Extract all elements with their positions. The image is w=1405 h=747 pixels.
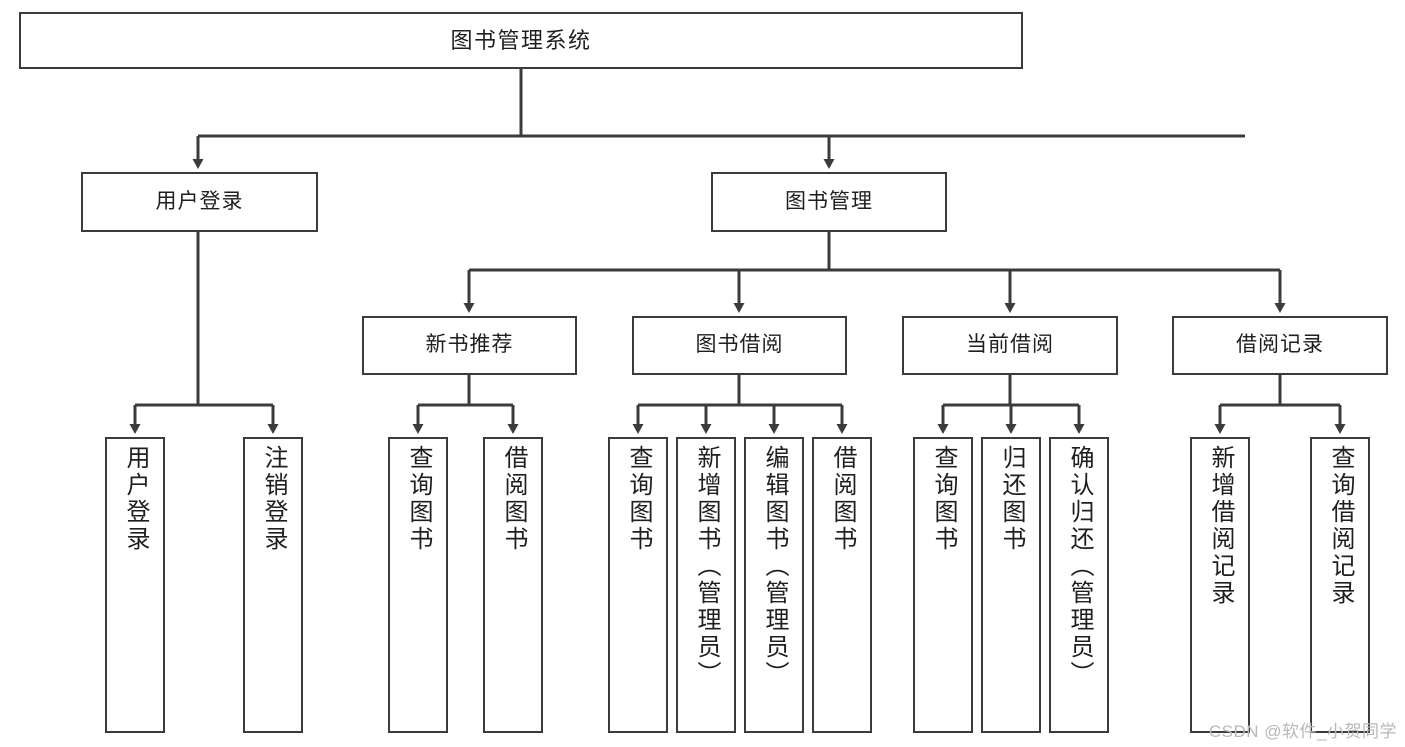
node-label: 注销登录: [260, 445, 287, 553]
node-label: 查询图书: [625, 445, 652, 553]
leaf-book-borrow-query[interactable]: 查询图书: [608, 437, 668, 733]
node-label: 查询图书: [930, 445, 957, 553]
node-label: 借阅图书: [829, 445, 856, 553]
node-label: 用户登录: [122, 445, 149, 553]
leaf-user-login-login[interactable]: 用户登录: [105, 437, 165, 733]
leaf-new-book-borrow[interactable]: 借阅图书: [483, 437, 543, 733]
leaf-current-borrow-query[interactable]: 查询图书: [913, 437, 973, 733]
node-root-system[interactable]: 图书管理系统: [19, 12, 1023, 69]
watermark: CSDN @软件_小贺同学: [1208, 722, 1397, 741]
node-label: 查询借阅记录: [1327, 445, 1354, 607]
node-label: 图书管理: [785, 189, 873, 213]
leaf-borrow-record-query[interactable]: 查询借阅记录: [1310, 437, 1370, 733]
node-label: 当前借阅: [966, 333, 1054, 357]
node-book-management[interactable]: 图书管理: [711, 172, 947, 232]
node-label: 编辑图书（管理员）: [761, 445, 788, 688]
node-label: 新书推荐: [425, 333, 514, 357]
leaf-book-borrow-edit[interactable]: 编辑图书（管理员）: [744, 437, 804, 733]
node-label: 新增图书（管理员）: [693, 445, 720, 688]
node-label: 图书管理系统: [450, 27, 592, 53]
leaf-user-login-logout[interactable]: 注销登录: [243, 437, 303, 733]
node-book-borrow[interactable]: 图书借阅: [632, 316, 847, 375]
node-label: 图书借阅: [695, 333, 784, 357]
node-label: 确认归还（管理员）: [1066, 445, 1093, 688]
leaf-book-borrow-add[interactable]: 新增图书（管理员）: [676, 437, 736, 733]
node-label: 用户登录: [155, 189, 244, 213]
node-label: 归还图书: [998, 445, 1025, 553]
node-label: 借阅图书: [500, 445, 527, 553]
leaf-book-borrow-borrow[interactable]: 借阅图书: [812, 437, 872, 733]
node-borrow-record[interactable]: 借阅记录: [1172, 316, 1388, 375]
node-new-book-recommend[interactable]: 新书推荐: [362, 316, 577, 375]
leaf-current-borrow-confirm-return[interactable]: 确认归还（管理员）: [1049, 437, 1109, 733]
node-label: 查询图书: [405, 445, 432, 553]
leaf-borrow-record-add[interactable]: 新增借阅记录: [1190, 437, 1250, 733]
leaf-current-borrow-return[interactable]: 归还图书: [981, 437, 1041, 733]
node-current-borrow[interactable]: 当前借阅: [902, 316, 1118, 375]
node-user-login[interactable]: 用户登录: [81, 172, 318, 232]
node-label: 新增借阅记录: [1207, 445, 1234, 607]
node-label: 借阅记录: [1236, 333, 1324, 357]
leaf-new-book-query[interactable]: 查询图书: [388, 437, 448, 733]
